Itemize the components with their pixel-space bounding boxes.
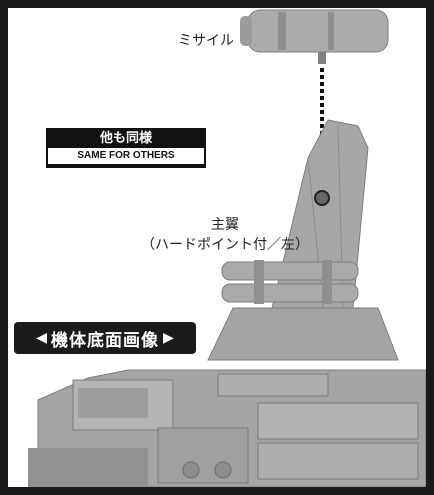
image-frame: ミサイル 他も同様 SAME FOR OTHERS 主翼 （ハードポイント付／左…: [8, 8, 426, 487]
main-wing-subtitle: （ハードポイント付／左）: [141, 237, 309, 253]
same-box-subtitle: SAME FOR OTHERS: [48, 148, 204, 164]
model-illustration: [28, 9, 426, 487]
missile-label: ミサイル: [178, 33, 234, 49]
underside-banner-text: 機体底面画像: [51, 330, 159, 351]
same-box-title: 他も同様: [99, 131, 152, 146]
main-wing-title: 主翼: [211, 217, 239, 233]
left-triangle-icon: ◀: [36, 330, 47, 346]
right-triangle-icon: ▶: [163, 330, 174, 346]
same-for-others-box: 他も同様 SAME FOR OTHERS: [46, 128, 206, 168]
missile-icon: [240, 9, 389, 64]
underside-image-banner[interactable]: ◀ 機体底面画像 ▶: [14, 322, 196, 354]
main-wing-icon: [271, 119, 369, 309]
hardpoint-pods-icon: [221, 260, 359, 304]
main-wing-label: 主翼 （ハードポイント付／左）: [141, 216, 309, 254]
fuselage-icon: [28, 369, 426, 487]
lower-wing-icon: [207, 307, 399, 361]
